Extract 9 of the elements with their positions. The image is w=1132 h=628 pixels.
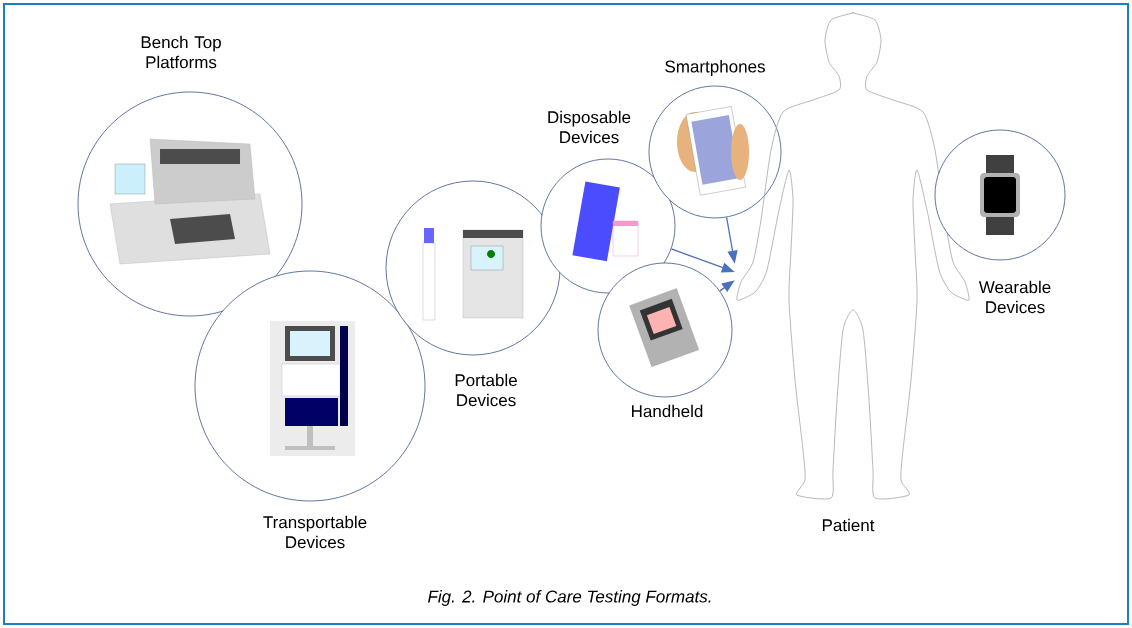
device-label: Transportable Devices <box>263 515 367 549</box>
device-label: Wearable Devices <box>978 280 1051 314</box>
device-label: Bench Top Platforms <box>141 35 221 69</box>
device-label: Patient <box>822 518 875 532</box>
device-label: Portable Devices <box>455 373 517 407</box>
caption: Fig. 2. Point of Care Testing Formats. <box>428 590 711 606</box>
device-label: Smartphones <box>665 60 765 76</box>
device-label: Handheld <box>632 404 703 418</box>
device-label: Disposable Devices <box>548 110 631 144</box>
